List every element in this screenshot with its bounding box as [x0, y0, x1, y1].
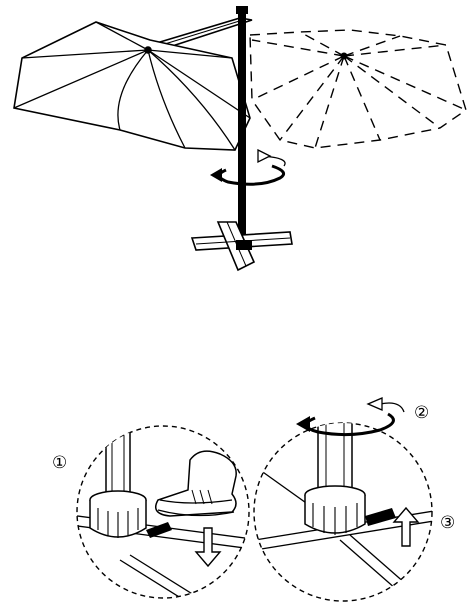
- solid-canopy: [13, 21, 251, 151]
- down-arrow-icon: [194, 527, 222, 568]
- rotate-arrow-icon: [296, 397, 405, 437]
- step-2-label: ②: [414, 403, 429, 423]
- dashed-canopy-hub: [340, 52, 348, 60]
- umbrella-pole: [238, 8, 246, 250]
- detail-step-1: [76, 425, 250, 599]
- umbrella-figure: [13, 6, 467, 272]
- solid-canopy-hub: [144, 46, 152, 54]
- step-3-label: ③: [440, 513, 455, 533]
- step-1-label: ①: [52, 453, 67, 473]
- dashed-canopy-rotated: [249, 29, 467, 149]
- up-arrow-icon: [392, 506, 420, 547]
- rotation-arrow-icon: [210, 148, 286, 186]
- foot-icon: [155, 450, 237, 517]
- umbrella-cross-base: [190, 221, 293, 272]
- detail-step-2-3: [253, 397, 433, 602]
